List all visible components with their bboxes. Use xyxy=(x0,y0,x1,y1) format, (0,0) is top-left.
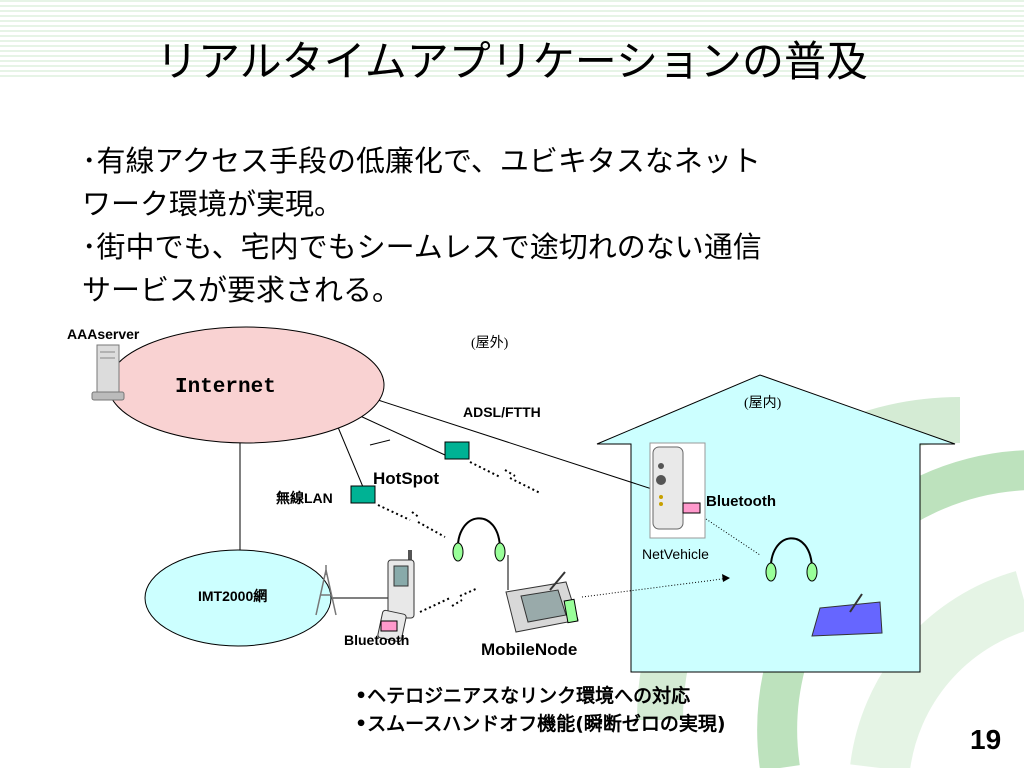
netvehicle-label: NetVehicle xyxy=(642,546,709,562)
aaa-server-icon xyxy=(91,344,125,401)
bluetooth-phone-label: Bluetooth xyxy=(344,632,410,648)
imt2000-network xyxy=(144,549,332,647)
wireless-signal-marks xyxy=(377,461,541,613)
indoor-label: (屋内) xyxy=(744,396,782,411)
bullet-list: ･有線アクセス手段の低廉化で、ユビキタスなネット ワーク環境が実現。 ･街中でも… xyxy=(82,140,902,312)
bullet-line-3: ･街中でも、宅内でもシームレスで途切れのない通信 xyxy=(82,230,762,264)
mobile-phone-icon xyxy=(377,550,415,643)
outdoor-headset-icon xyxy=(452,517,506,562)
mobile-node-tablet-icon xyxy=(505,571,579,633)
internet-label: Internet xyxy=(175,376,276,399)
wireless-lan-label: 無線LAN xyxy=(276,490,333,506)
imt2000-label: IMT2000網 xyxy=(198,588,268,604)
page-number: 19 xyxy=(970,724,1002,755)
wireless-lan-access-point-icon xyxy=(350,485,376,504)
bullet-line-1: ･有線アクセス手段の低廉化で、ユビキタスなネット xyxy=(82,144,761,178)
outdoor-label: (屋外) xyxy=(471,336,509,351)
note-smooth-handoff: •スムースハンドオフ機能(瞬断ゼロの実現) xyxy=(355,713,726,735)
indoor-headset-icon xyxy=(765,537,818,582)
mobilenode-label: MobileNode xyxy=(481,640,578,659)
adsl-ftth-label: ADSL/FTTH xyxy=(463,404,541,420)
netvehicle-router-icon xyxy=(649,442,706,539)
indoor-pad-icon xyxy=(811,593,883,637)
aaaserver-label: AAAserver xyxy=(67,326,140,342)
bullet-line-4: サービスが要求される。 xyxy=(82,273,402,307)
hotspot-label: HotSpot xyxy=(373,469,440,488)
slide-title: リアルタイムアプリケーションの普及 xyxy=(156,37,868,86)
cell-tower-icon xyxy=(315,565,337,616)
bullet-line-2: ワーク環境が実現。 xyxy=(82,187,344,221)
bluetooth-vehicle-label: Bluetooth xyxy=(706,493,776,510)
indoor-dotted-links xyxy=(581,518,761,598)
note-heterogeneous-links: •ヘテロジニアスなリンク環境への対応 xyxy=(355,685,691,707)
hotspot-access-point-icon xyxy=(444,441,470,460)
title-stripe-background xyxy=(0,0,1024,80)
notes-list: •ヘテロジニアスなリンク環境への対応 •スムースハンドオフ機能(瞬断ゼロの実現) xyxy=(355,682,726,738)
